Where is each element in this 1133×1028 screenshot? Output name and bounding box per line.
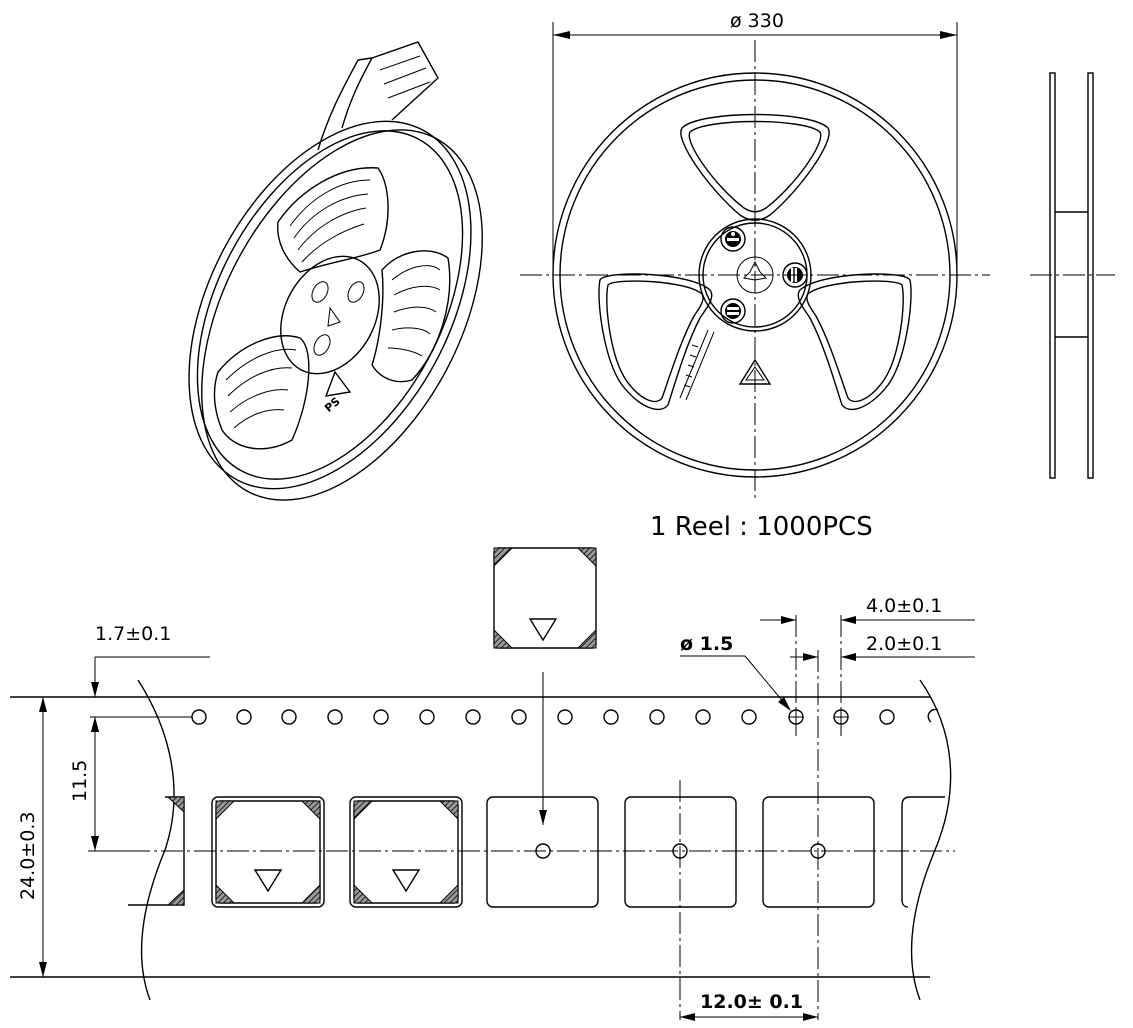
- reel-window-right: [797, 273, 912, 411]
- hole-pitch-dimension: 4.0±0.1: [760, 595, 975, 624]
- pocket-pitch-dimension: 12.0± 0.1: [680, 991, 818, 1021]
- component-detail: [493, 547, 597, 825]
- reel-quantity-label: 1 Reel : 1000PCS: [650, 512, 873, 542]
- tape-width-dimension: 24.0±0.3: [17, 696, 130, 978]
- pocket-empty: [486, 796, 599, 908]
- reel-side-view: [1030, 72, 1115, 479]
- reel-window-top: [680, 113, 830, 221]
- pocket-center-dimension: 11.5: [69, 717, 140, 852]
- pocket-pitch-label: 12.0± 0.1: [700, 991, 803, 1013]
- reel-front-view: [520, 40, 990, 500]
- tape-width-label: 24.0±0.3: [17, 812, 39, 900]
- recycle-ps-label: PS: [322, 395, 343, 415]
- reel-window-right: [371, 250, 451, 383]
- pocket-with-component: [349, 796, 463, 908]
- hole-offset-label: 1.7±0.1: [95, 623, 171, 645]
- reel-diameter-dimension: ø 330: [552, 10, 958, 270]
- pocket-partial-left: [128, 796, 185, 906]
- carrier-tape: [10, 615, 955, 1020]
- pocket-center-label: 11.5: [69, 760, 91, 802]
- hole-diameter-label: ø 1.5: [680, 633, 733, 655]
- hub-hole-top: [720, 226, 746, 252]
- reel-isometric-view: PS: [188, 41, 483, 501]
- hole-to-pocket-label: 2.0±0.1: [866, 633, 942, 655]
- pocket-with-component: [211, 796, 325, 908]
- hub-hole-bottom: [720, 298, 746, 324]
- reel-window-left: [598, 273, 713, 411]
- hole-offset-dimension: 1.7±0.1: [90, 623, 210, 740]
- reel-window-top: [277, 167, 389, 273]
- hole-to-pocket-dimension: 2.0±0.1: [790, 633, 975, 661]
- hole-pitch-label: 4.0±0.1: [866, 595, 942, 617]
- sprocket-holes: [191, 708, 939, 725]
- hole-diameter-dimension: ø 1.5: [680, 633, 791, 711]
- reel-window-left: [213, 335, 310, 450]
- reel-diameter-label: ø 330: [730, 10, 784, 32]
